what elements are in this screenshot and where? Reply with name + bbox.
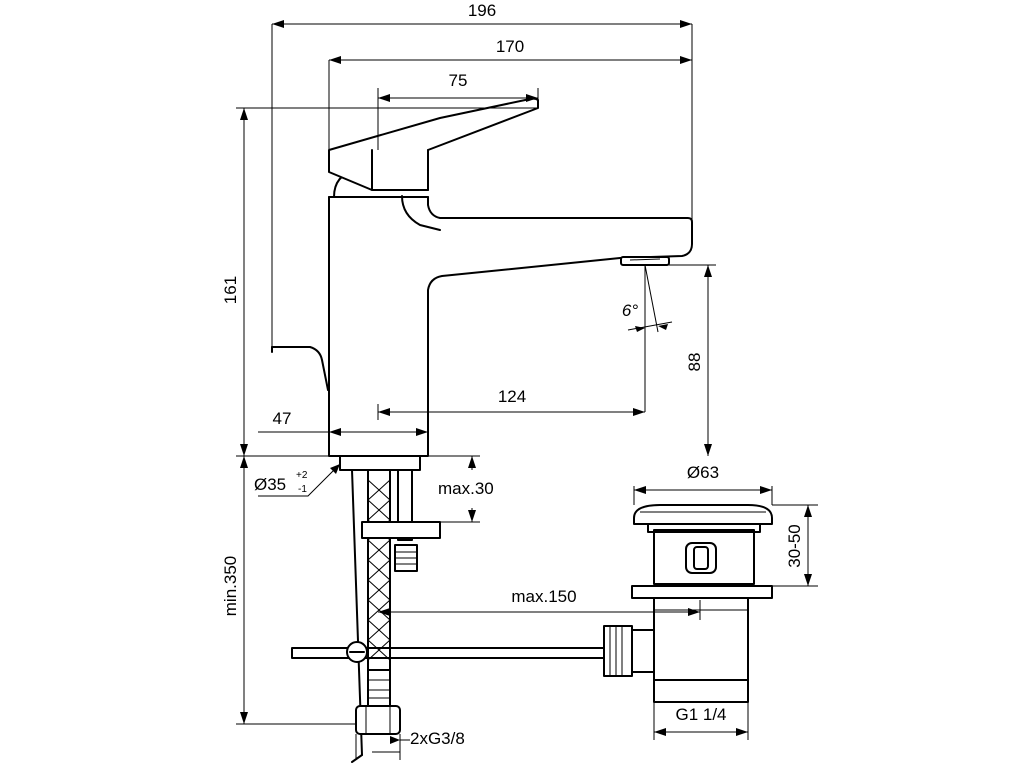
dim-overall-width: 196: [271, 1, 693, 347]
dim-connection-thread: 2xG3/8: [355, 729, 465, 760]
pop-up-rod: [291, 625, 655, 677]
dim-popup-diameter: Ø63: [633, 463, 773, 505]
dim-min-depth: min.350: [221, 456, 356, 725]
supply-hoses: [351, 469, 441, 763]
dim-spout-height: 88: [669, 264, 716, 456]
dim-30-50-label: 30-50: [785, 524, 804, 567]
waste-assembly: [631, 504, 773, 703]
dim-d63-label: Ø63: [687, 463, 719, 482]
dim-2xg38-label: 2xG3/8: [410, 729, 465, 748]
dim-spout-reach: 124: [377, 265, 646, 420]
dim-d35-tol-minus: -1: [298, 484, 307, 495]
dim-d35-label: Ø35: [254, 475, 286, 494]
dim-max150-label: max.150: [511, 587, 576, 606]
dim-d35-tol-plus: +2: [296, 470, 308, 481]
dim-body-width: 170: [328, 37, 692, 150]
dim-deck-thickness: max.30: [420, 455, 494, 523]
dim-max30-label: max.30: [438, 479, 494, 498]
dim-161-label: 161: [221, 276, 240, 304]
dim-75-label: 75: [449, 71, 468, 90]
dim-base-width: 47: [258, 409, 428, 436]
dim-g114-label: G1 1/4: [675, 705, 726, 724]
dim-196-label: 196: [468, 1, 496, 20]
dim-lever-length: 75: [377, 71, 539, 150]
dim-6-label: 6°: [622, 301, 638, 320]
dim-88-label: 88: [685, 353, 704, 372]
dim-spout-angle: 6°: [622, 264, 673, 333]
faucet-body: [328, 169, 693, 457]
dim-rod-reach: max.150: [378, 587, 701, 620]
lever-handle: [328, 97, 539, 191]
dim-waste-thread: G1 1/4: [653, 702, 749, 740]
dim-170-label: 170: [496, 37, 524, 56]
dim-hole-diameter: Ø35 +2 -1: [254, 463, 341, 497]
deck-mount: [271, 346, 421, 471]
dim-deck-range: 30-50: [772, 504, 818, 587]
dim-47-label: 47: [273, 409, 292, 428]
dim-124-label: 124: [498, 387, 526, 406]
dim-min350-label: min.350: [221, 556, 240, 616]
dim-height: 161: [221, 107, 538, 457]
